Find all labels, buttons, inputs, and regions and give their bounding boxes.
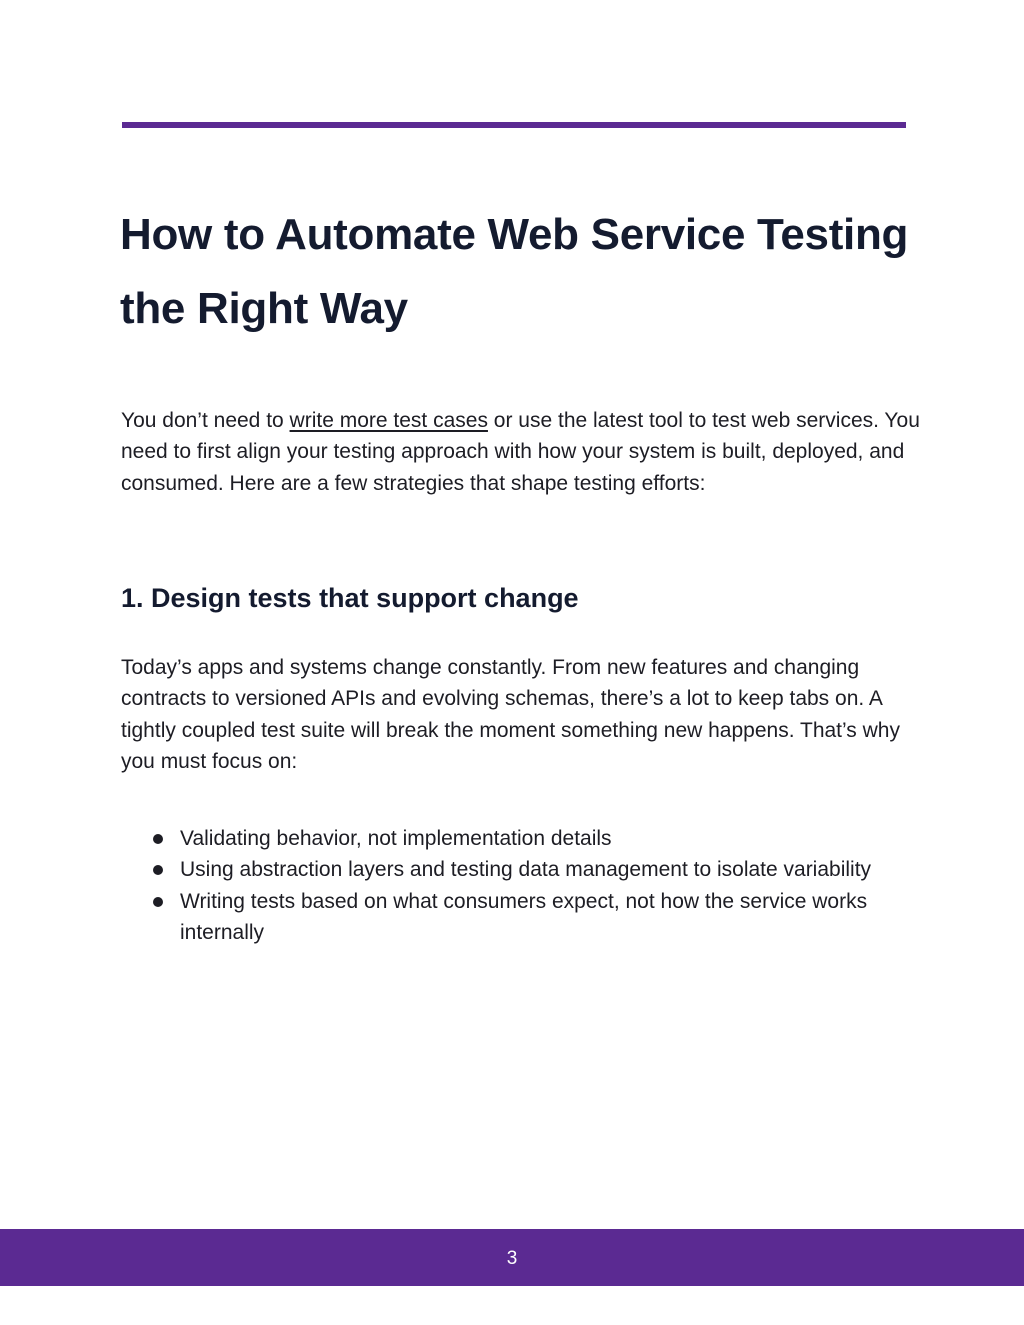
page-title: How to Automate Web Service Testing the … [120, 210, 909, 333]
list-item-text: Writing tests based on what consumers ex… [180, 889, 868, 944]
list-item-text: Using abstraction layers and testing dat… [180, 858, 872, 882]
footer-bar: 3 [0, 1229, 1024, 1286]
intro-text-after-link: or use the latest tool to test web servi… [121, 409, 920, 495]
list-item: Writing tests based on what consumers ex… [121, 886, 881, 949]
list-item: Using abstraction layers and testing dat… [121, 854, 881, 885]
top-accent-rule [122, 122, 906, 128]
list-item-text: Validating behavior, not implementation … [180, 827, 612, 850]
bullet-icon [153, 865, 163, 876]
intro-paragraph: You don’t need to write more test cases … [121, 405, 921, 499]
section-body-paragraph: Today’s apps and systems change constant… [121, 656, 900, 773]
list-item: Validating behavior, not implementation … [121, 823, 881, 854]
bullet-list: Validating behavior, not implementation … [121, 823, 881, 948]
section-heading: 1. Design tests that support change [121, 583, 579, 613]
intro-text-before-link: You don’t need to [121, 409, 290, 432]
bullet-icon [153, 896, 163, 907]
page-number: 3 [506, 1248, 518, 1269]
write-more-test-cases-link[interactable]: write more test cases [289, 409, 488, 432]
bullet-icon [153, 834, 163, 844]
